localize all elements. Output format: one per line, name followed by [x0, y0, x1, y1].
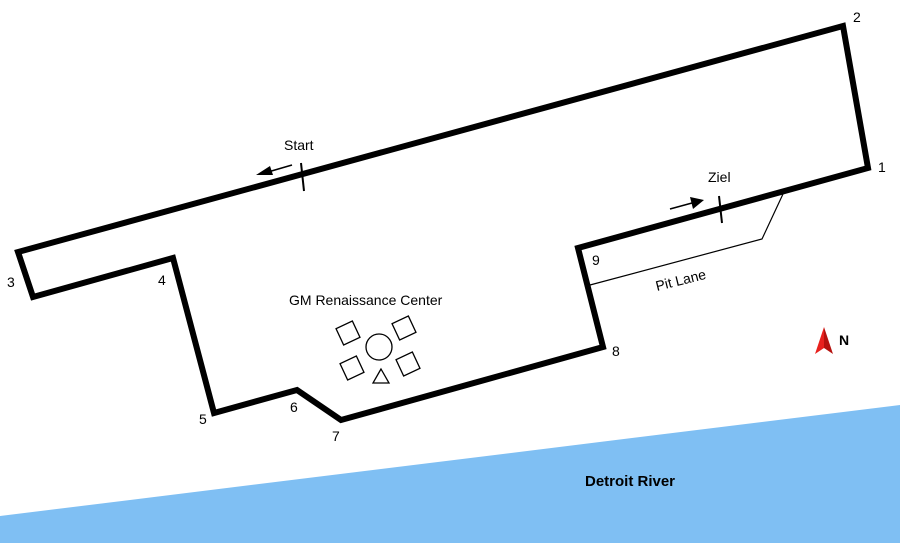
- finish-direction-arrow-icon: [669, 197, 704, 210]
- turn-label-5: 5: [199, 411, 207, 427]
- start-line-marker: [300, 162, 305, 192]
- turn-label-2: 2: [853, 9, 861, 25]
- turn-label-6: 6: [290, 399, 298, 415]
- turn-label-7: 7: [332, 428, 340, 444]
- turn-label-4: 4: [158, 272, 166, 288]
- pit-lane-line: [589, 193, 784, 286]
- pit-lane-label: Pit Lane: [654, 266, 708, 294]
- turn-label-8: 8: [612, 343, 620, 359]
- north-arrow-icon: [815, 327, 833, 354]
- turn-label-3: 3: [7, 274, 15, 290]
- finish-line-marker: [718, 195, 723, 224]
- start-label: Start: [284, 137, 314, 153]
- north-label: N: [839, 332, 849, 348]
- turn-label-9: 9: [592, 252, 600, 268]
- finish-label: Ziel: [708, 169, 731, 185]
- landmark-label: GM Renaissance Center: [289, 292, 443, 308]
- river-label: Detroit River: [585, 473, 675, 490]
- circuit-outline: [14, 22, 872, 424]
- detroit-river: [0, 405, 900, 543]
- start-direction-arrow-icon: [256, 164, 293, 175]
- turn-label-1: 1: [878, 159, 886, 175]
- building-complex-icon: [335, 315, 421, 384]
